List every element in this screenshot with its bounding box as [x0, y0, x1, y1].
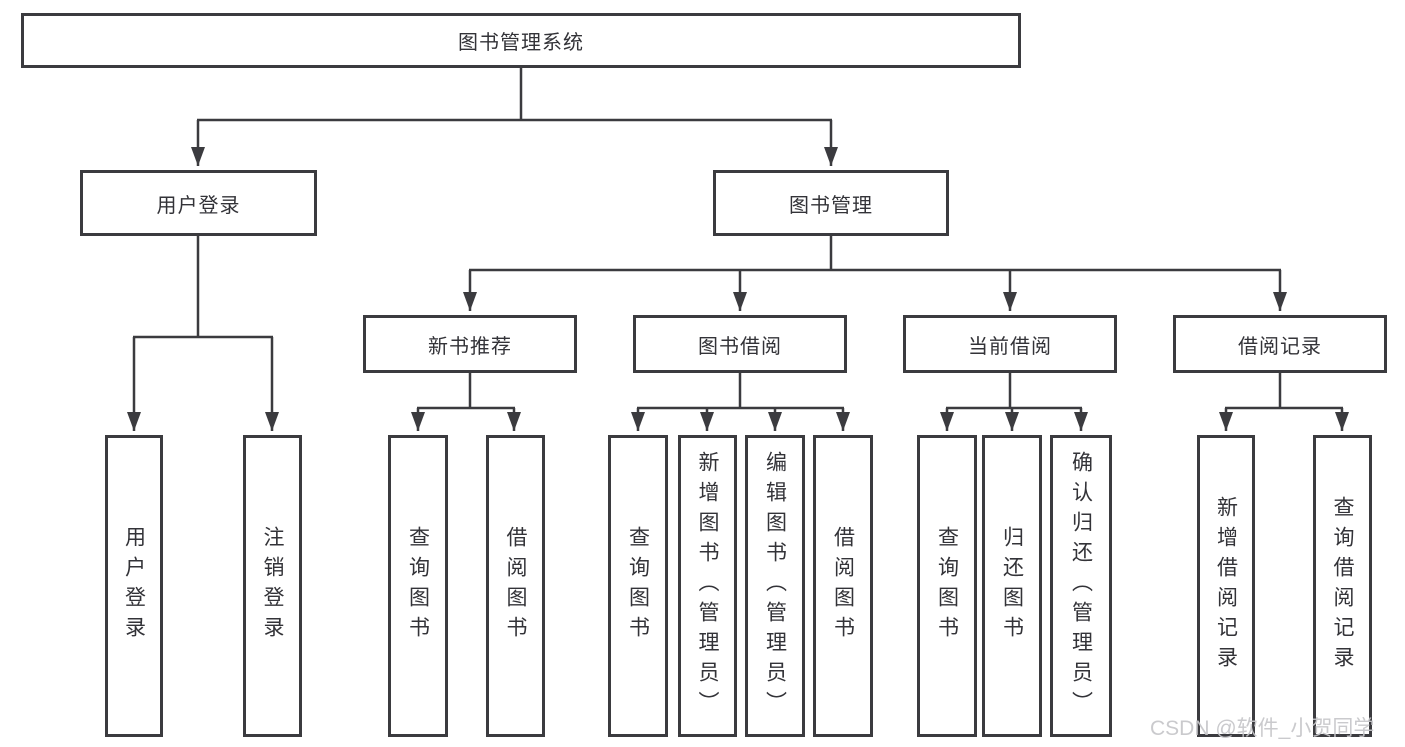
leaf-br-add-record: 新增借阅记录: [1197, 435, 1255, 737]
leaf-cb-query-books: 查询图书: [917, 435, 977, 737]
node-label: 新增图书（管理员）: [696, 451, 719, 721]
node-label: 用户登录: [122, 526, 146, 646]
leaf-bb-query-books: 查询图书: [608, 435, 668, 737]
node-book-borrowing: 图书借阅: [633, 315, 847, 373]
node-label: 借阅记录: [1238, 335, 1322, 358]
leaf-nbr-borrow-books: 借阅图书: [486, 435, 545, 737]
node-label: 借阅图书: [831, 526, 855, 646]
node-current-borrowing: 当前借阅: [903, 315, 1117, 373]
node-label: 图书借阅: [698, 335, 782, 358]
node-label: 确认归还（管理员）: [1069, 451, 1093, 721]
leaf-cb-confirm-return-admin: 确认归还（管理员）: [1050, 435, 1112, 737]
node-new-book-recommend: 新书推荐: [363, 315, 577, 373]
leaf-logout: 注销登录: [243, 435, 302, 737]
node-label: 用户登录: [156, 194, 241, 217]
node-label: 归还图书: [1000, 526, 1024, 646]
leaf-bb-borrow-books: 借阅图书: [813, 435, 873, 737]
leaf-br-query-record: 查询借阅记录: [1313, 435, 1372, 737]
node-borrowing-records: 借阅记录: [1173, 315, 1387, 373]
node-label: 新书推荐: [428, 335, 512, 358]
leaf-bb-add-books-admin: 新增图书（管理员）: [678, 435, 737, 737]
leaf-bb-edit-books-admin: 编辑图书（管理员）: [745, 435, 805, 737]
node-label: 借阅图书: [504, 526, 527, 646]
csdn-watermark: CSDN @软件_小贺同学: [1150, 717, 1375, 740]
node-label: 注销登录: [261, 526, 284, 646]
node-label: 当前借阅: [968, 335, 1052, 358]
leaf-cb-return-books: 归还图书: [982, 435, 1042, 737]
node-label: 新增借阅记录: [1214, 496, 1238, 676]
leaf-nbr-query-books: 查询图书: [388, 435, 448, 737]
leaf-user-login: 用户登录: [105, 435, 163, 737]
node-user-login: 用户登录: [80, 170, 317, 236]
node-label: 图书管理: [789, 194, 873, 217]
node-label: 查询图书: [406, 526, 430, 646]
node-label: 查询图书: [935, 526, 959, 646]
node-label: 图书管理系统: [458, 32, 584, 54]
node-library-management-system: 图书管理系统: [21, 13, 1021, 68]
node-book-management: 图书管理: [713, 170, 949, 236]
node-label: 编辑图书（管理员）: [763, 451, 787, 721]
node-label: 查询图书: [626, 526, 650, 646]
node-label: 查询借阅记录: [1331, 496, 1354, 676]
